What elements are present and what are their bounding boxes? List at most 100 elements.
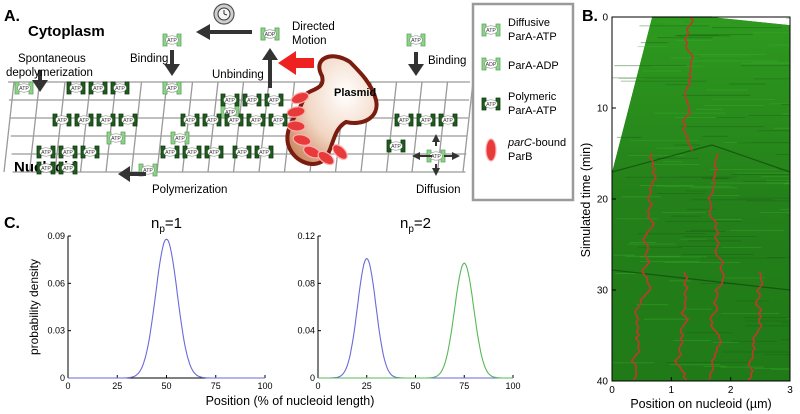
svg-text:ATP: ATP <box>57 118 67 124</box>
legend-parb-line2: ParB <box>508 151 532 163</box>
chart-xtick-label: 75 <box>211 381 221 391</box>
parb-protein <box>290 91 310 105</box>
polymeric-para-atp: ATP <box>268 113 288 127</box>
chart-title: np=1 <box>151 215 182 235</box>
parb-protein <box>292 134 312 146</box>
svg-text:ATP: ATP <box>391 144 401 150</box>
svg-text:ATP: ATP <box>165 150 175 156</box>
svg-text:ATP: ATP <box>167 38 177 44</box>
svg-text:ATP: ATP <box>175 136 185 142</box>
svg-text:ATP: ATP <box>207 118 217 124</box>
chart-title: np=2 <box>400 215 431 235</box>
polymeric-para-atp: ATP <box>204 145 224 159</box>
svg-text:ATP: ATP <box>237 150 247 156</box>
spontaneous-label: Spontaneous <box>18 53 86 65</box>
kymograph-ytick-label: 20 <box>597 195 609 206</box>
chart-ylabel: probability density <box>27 259 41 355</box>
svg-text:ATP: ATP <box>273 118 283 124</box>
svg-text:ATP: ATP <box>41 166 51 172</box>
svg-text:ADP: ADP <box>265 32 276 38</box>
kymograph-xtick-label: 0 <box>609 385 615 396</box>
chart-xtick-label: 100 <box>505 381 520 391</box>
cytoplasm-label: Cytoplasm <box>28 23 105 40</box>
diffusive-para-atp: ATP <box>162 81 182 95</box>
legend-diffusive-line1: Diffusive <box>508 17 550 29</box>
svg-text:ATP: ATP <box>269 98 279 104</box>
polymeric-para-atp: ATP <box>242 93 262 107</box>
svg-text:ATP: ATP <box>431 154 441 160</box>
polymeric-para-atp: ATP <box>386 139 406 153</box>
panel-b-label: B. <box>582 8 598 25</box>
svg-text:ATP: ATP <box>41 150 51 156</box>
chart-ytick-label: 0.12 <box>297 231 315 241</box>
panel-c-xlabel: Position (% of nucleoid length) <box>206 394 375 408</box>
depolymerization-label: depolymerization <box>6 67 93 79</box>
depolymerization-arrow-head <box>32 80 48 92</box>
chart-xtick-label: 75 <box>459 381 469 391</box>
svg-text:ATP: ATP <box>443 118 453 124</box>
kymograph-blank-right <box>712 17 790 25</box>
kymograph-xtick-label: 3 <box>787 385 793 396</box>
binding-arrow-right-head <box>408 64 424 76</box>
panel-a: A. Cytoplasm Nucleoid Plasmid ATPATPATPA… <box>3 2 575 202</box>
kymograph-xtick-label: 1 <box>669 385 675 396</box>
diffusive-para-atp: ATP <box>106 131 126 145</box>
panel-c-label: C. <box>4 215 20 232</box>
plasmid-trajectory <box>630 152 657 381</box>
chart-xtick-label: 100 <box>257 381 272 391</box>
polymeric-para-atp: ATP <box>232 145 252 159</box>
para-adp: ADP <box>260 27 280 41</box>
binding-left-label: Binding <box>130 53 168 65</box>
diffusive-para-atp: ATP <box>170 131 190 145</box>
chart-xtick-label: 0 <box>65 381 70 391</box>
svg-text:ATP: ATP <box>187 150 197 156</box>
svg-text:ATP: ATP <box>85 150 95 156</box>
kymograph-area <box>612 17 790 381</box>
binding-right-label: Binding <box>428 55 466 67</box>
directed-motion-arrow <box>278 51 314 75</box>
svg-text:ATP: ATP <box>399 118 409 124</box>
polymeric-para-atp: ATP <box>36 161 56 175</box>
svg-text:ATP: ATP <box>123 118 133 124</box>
polymeric-para-atp: ATP <box>118 113 138 127</box>
diffusive-para-atp: ATP <box>406 33 426 47</box>
legend-polymeric-icon: ATP <box>481 97 501 111</box>
svg-text:ATP: ATP <box>229 118 239 124</box>
chart-series-2 <box>318 262 513 379</box>
svg-text:ATP: ATP <box>79 118 89 124</box>
chart-ytick-label: 0.08 <box>297 278 315 288</box>
polymeric-para-atp: ATP <box>66 81 86 95</box>
binding-arrow-left-head <box>164 64 180 76</box>
polymeric-para-atp: ATP <box>224 113 244 127</box>
kymograph-ylabel: Simulated time (min) <box>579 143 593 258</box>
plasmid-label: Plasmid <box>334 87 376 99</box>
chart-xtick-label: 0 <box>315 381 320 391</box>
chart-ytick-label: 0 <box>60 373 65 383</box>
polymeric-para-atp: ATP <box>246 113 266 127</box>
svg-text:ATP: ATP <box>421 118 431 124</box>
plasmid-trajectory <box>682 16 694 151</box>
polymeric-para-atp: ATP <box>264 93 284 107</box>
polymeric-para-atp: ATP <box>160 145 180 159</box>
unbinding-label: Unbinding <box>212 69 264 81</box>
legend-polymeric-line1: Polymeric <box>508 91 557 103</box>
unbinding-arrow-head <box>262 48 278 60</box>
diffusion-arrows <box>412 134 460 176</box>
process-arrows <box>32 24 424 182</box>
chart-ytick-label: 0.06 <box>47 278 65 288</box>
panel-a-label: A. <box>4 8 20 25</box>
svg-text:ATP: ATP <box>143 168 153 174</box>
svg-text:ATP: ATP <box>101 118 111 124</box>
chart-ytick-label: 0.04 <box>297 326 315 336</box>
diffusive-para-atp: ATP <box>14 81 34 95</box>
chart-series-1 <box>68 238 265 379</box>
svg-text:ATP: ATP <box>247 98 257 104</box>
kymograph-ytick-label: 10 <box>597 104 609 115</box>
chart-series-1 <box>318 257 513 379</box>
chart-ytick-label: 0.03 <box>47 326 65 336</box>
plasmid-trajectories <box>630 16 764 381</box>
directed-motion-arrow-shaft <box>296 58 314 68</box>
